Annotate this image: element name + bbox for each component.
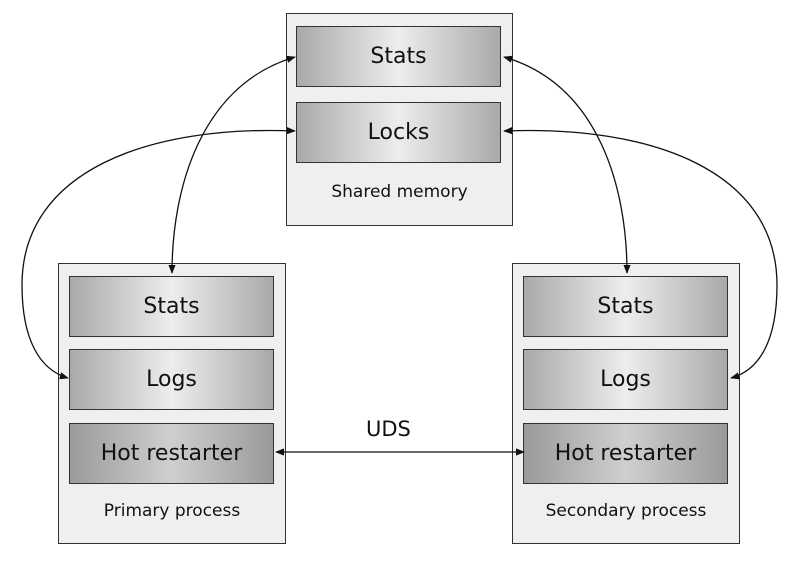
arrow-shared-stats-to-primary-stats: [168, 55, 296, 274]
shared-stats-box: Stats: [296, 26, 501, 87]
uds-label: UDS: [366, 417, 411, 441]
arrow-shared-locks-to-primary-logs: [21, 127, 296, 380]
secondary-hot-restarter-label: Hot restarter: [554, 441, 697, 466]
shared-locks-label: Locks: [367, 120, 430, 145]
shared-stats-label: Stats: [370, 44, 427, 69]
primary-hot-restarter-box: Hot restarter: [69, 423, 274, 484]
arrow-shared-locks-to-secondary-logs: [503, 127, 778, 380]
secondary-process-caption: Secondary process: [545, 501, 707, 521]
secondary-hot-restarter-box: Hot restarter: [523, 423, 728, 484]
shared-locks-box: Locks: [296, 102, 501, 163]
arrow-shared-stats-to-secondary-stats: [503, 55, 631, 274]
primary-process-caption: Primary process: [103, 501, 241, 521]
shared-memory-container: Stats Locks Shared memory: [286, 13, 513, 226]
primary-hot-restarter-label: Hot restarter: [100, 441, 243, 466]
shared-memory-caption: Shared memory: [331, 182, 468, 202]
